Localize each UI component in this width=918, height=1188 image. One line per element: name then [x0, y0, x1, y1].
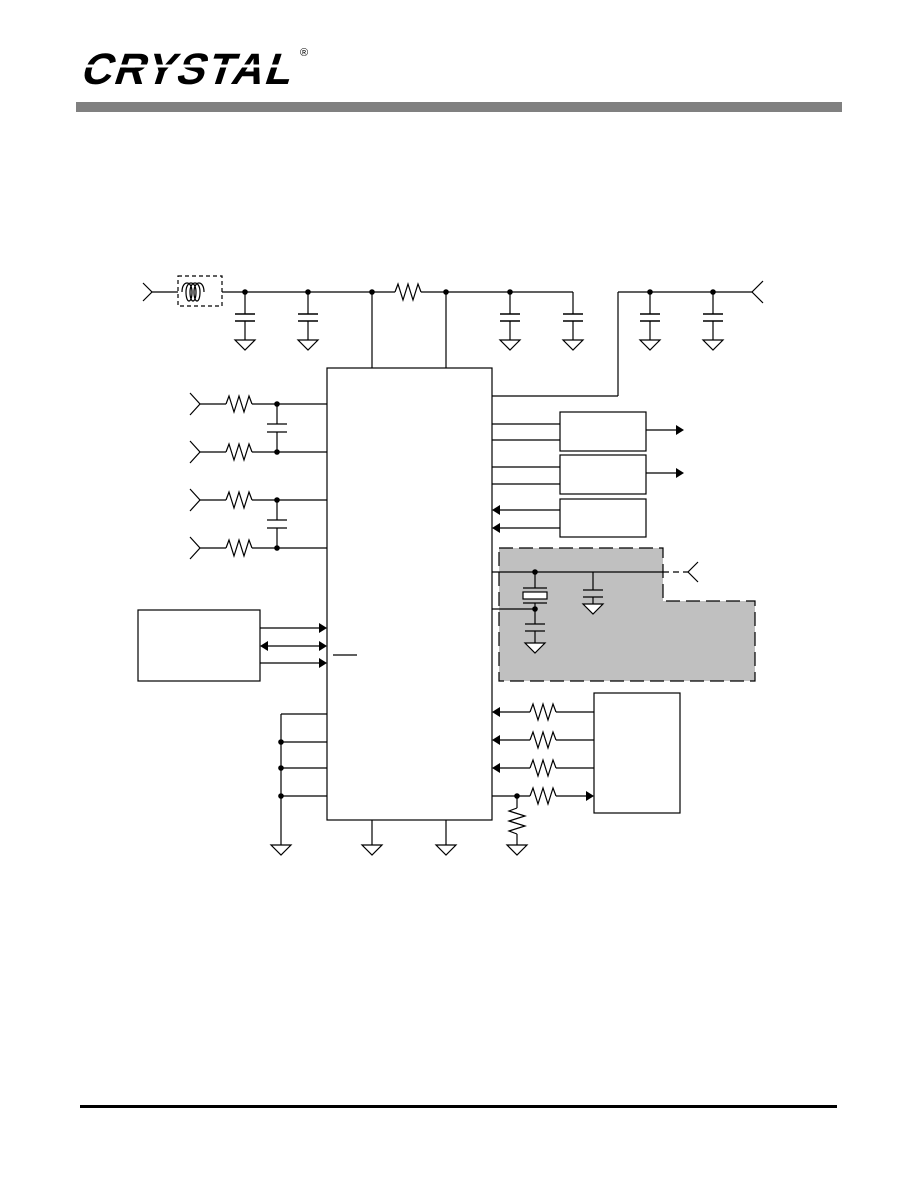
ferrite-bead-box: [177, 275, 223, 307]
arrow-to-ic-3: [319, 658, 327, 668]
main-ic: [326, 367, 493, 821]
logo-wordmark: CRYSTAL: [78, 44, 304, 92]
controller-box: [137, 609, 261, 682]
arrow-in-5: [492, 763, 500, 773]
arrow-to-controller: [260, 641, 268, 651]
arrow-out-2: [676, 468, 684, 478]
arrow-to-ic-1: [319, 623, 327, 633]
arrow-in-4: [492, 735, 500, 745]
ferrite-bead-coil: [181, 282, 205, 302]
arrow-to-host: [586, 791, 594, 801]
host-box: [593, 692, 681, 814]
pull-down-resistor: [506, 807, 528, 835]
arrow-to-ic-2: [319, 641, 327, 651]
header-rule: [76, 102, 842, 112]
footer-rule: [80, 1105, 837, 1108]
arrow-out-1: [676, 425, 684, 435]
input-box-3: [559, 498, 647, 538]
output-box-2: [559, 454, 647, 495]
crystal-symbol: [522, 591, 548, 600]
crystal-shaded-region: [498, 547, 756, 682]
arrow-in-3: [492, 707, 500, 717]
arrow-in-2: [492, 523, 500, 533]
crystal-logo: CRYSTAL ®: [78, 44, 310, 92]
registered-mark: ®: [300, 47, 308, 59]
top-resistor: [394, 281, 422, 303]
arrow-in-1: [492, 505, 500, 515]
output-box-1: [559, 411, 647, 452]
